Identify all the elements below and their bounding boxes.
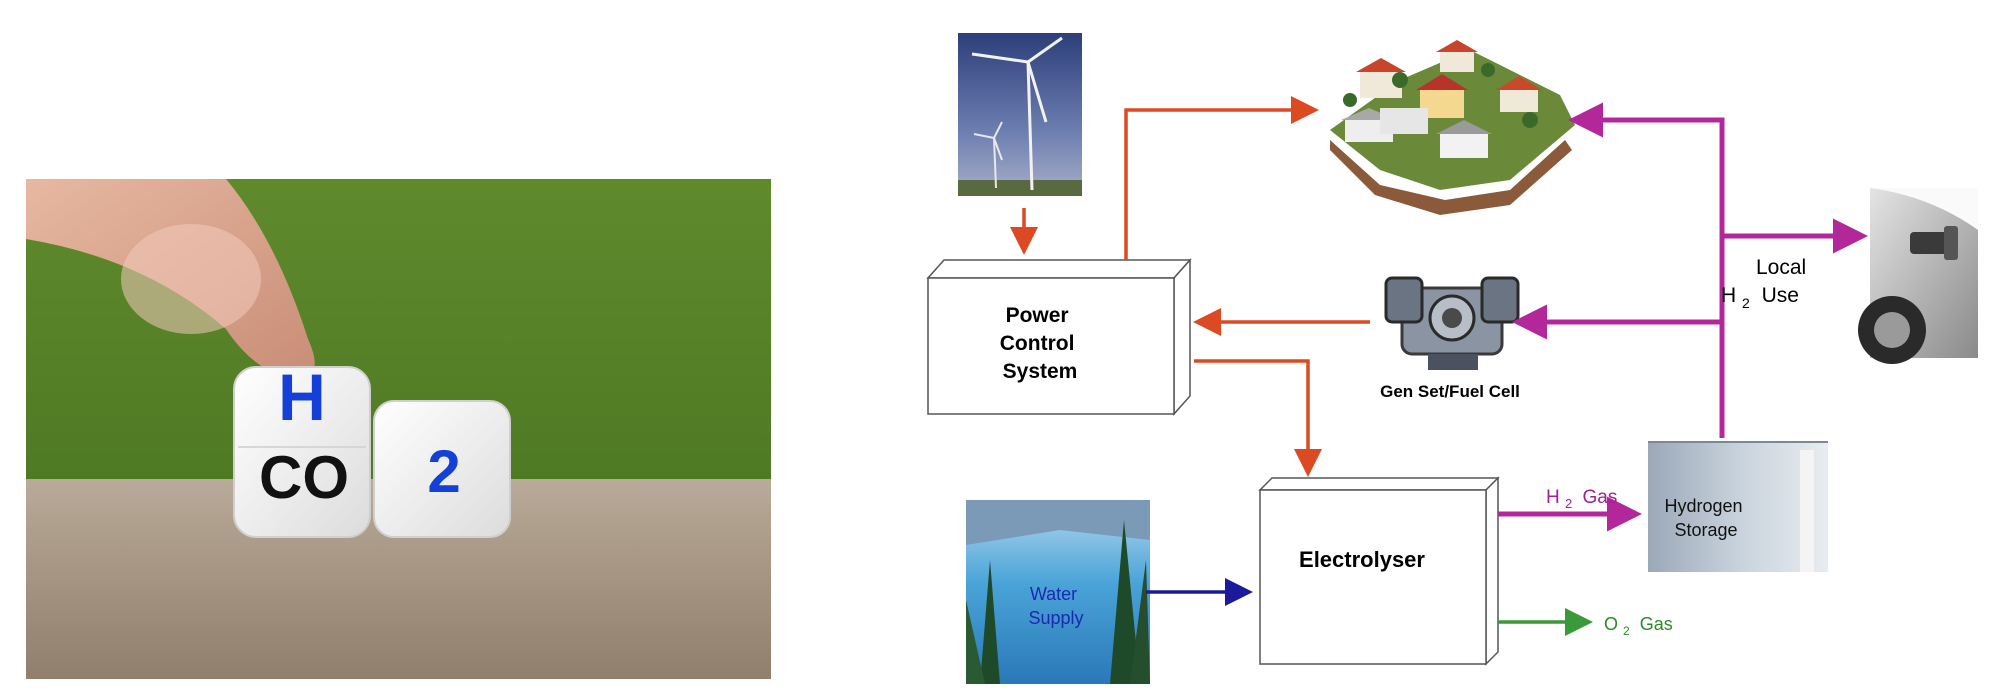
arrow-power-to-electrolyser: [1194, 359, 1322, 477]
car-refuel-image: [1858, 188, 1978, 364]
electrolyser-label: Electrolyser: [1299, 547, 1425, 572]
water-supply-label: Water Supply: [1028, 584, 1083, 628]
water-label-1: Water: [1030, 584, 1077, 604]
h2-subscript: 2: [1565, 496, 1572, 511]
die-h-letter: H: [278, 360, 326, 434]
wind-turbine-image: [958, 33, 1082, 196]
power-control-label-1: Power: [1006, 304, 1069, 327]
dice-photo-illustration: [26, 179, 771, 679]
arrow-storage-to-houses: [1568, 102, 1725, 438]
arrow-power-to-houses: [1124, 96, 1319, 260]
o2-o: O: [1604, 614, 1618, 634]
o2-subscript: 2: [1623, 624, 1630, 638]
local-label: Local: [1756, 256, 1806, 279]
water-label-2: Supply: [1028, 608, 1083, 628]
die-h-co: [233, 366, 371, 538]
storage-label-1: Hydrogen: [1664, 496, 1742, 516]
houses-image: [1330, 40, 1575, 215]
gen-set-fuel-cell-image: [1384, 276, 1520, 370]
h2-gas-word: Gas: [1583, 487, 1618, 508]
power-control-label-3: System: [1003, 360, 1078, 383]
water-supply-image: [966, 500, 1150, 684]
local-h-label: H: [1721, 284, 1736, 307]
h2-h: H: [1546, 487, 1560, 508]
power-control-box: [926, 258, 1192, 416]
power-control-label-2: Control: [1000, 332, 1075, 355]
local-use-word: Use: [1762, 284, 1799, 307]
local-subscript-2: 2: [1742, 295, 1750, 311]
electrolyser-box: [1258, 476, 1500, 666]
o2-gas-word: Gas: [1640, 614, 1673, 634]
hydrogen-storage-image: [1648, 441, 1828, 572]
local-use-label: Local H 2 Use: [1721, 256, 1812, 313]
hydrogen-storage-label: Hydrogen Storage: [1664, 496, 1747, 540]
gen-set-label: Gen Set/Fuel Cell: [1380, 382, 1520, 401]
die-2: [373, 400, 511, 538]
hydrogen-dice-photo: H CO 2: [26, 179, 771, 679]
svg-text:Power Control System: Power Control System: [1000, 304, 1081, 383]
h2-gas-label: H 2 Gas: [1546, 487, 1617, 513]
storage-label-2: Storage: [1674, 520, 1737, 540]
die-2-digit: 2: [427, 438, 461, 505]
die-co-letters: CO: [259, 444, 349, 511]
o2-gas-label: O 2 Gas: [1604, 614, 1673, 639]
